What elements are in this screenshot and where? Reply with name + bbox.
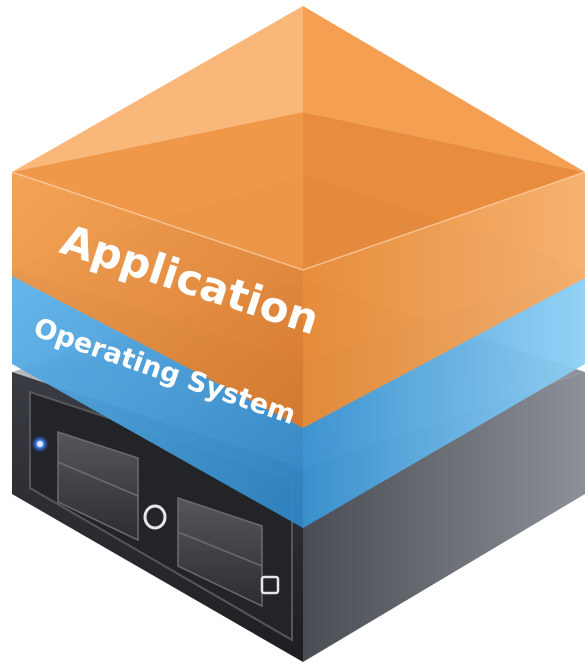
drive-bay-right (177, 496, 263, 608)
app-top-back-right (303, 6, 585, 172)
app-top-back-left (12, 6, 303, 172)
app-side-face (303, 172, 585, 428)
app-top-front-left (12, 112, 303, 270)
drive-bay-left (57, 430, 139, 542)
app-front-face (12, 172, 303, 428)
application-layer (11, 6, 586, 428)
usb-port-icon (260, 575, 280, 595)
os-front-face (12, 268, 303, 528)
power-button (143, 504, 167, 530)
app-top-front-right (303, 112, 585, 270)
os-side-face (303, 268, 585, 528)
